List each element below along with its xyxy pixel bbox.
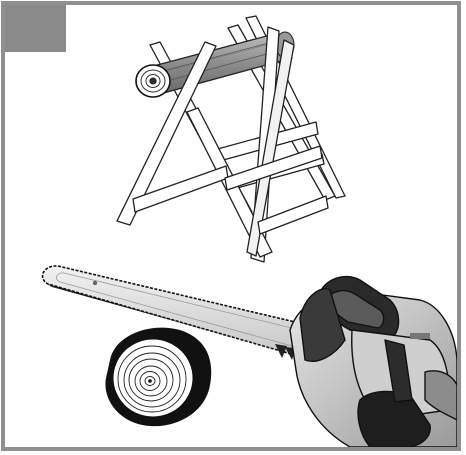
guide-bar — [41, 265, 314, 360]
figure-frame — [1, 1, 461, 451]
step-number-badge — [5, 5, 66, 52]
sawhorse-icon — [116, 15, 346, 263]
chainsaw-icon — [41, 265, 457, 447]
log-cross-section — [105, 327, 212, 427]
chainsaw-body — [289, 275, 457, 447]
